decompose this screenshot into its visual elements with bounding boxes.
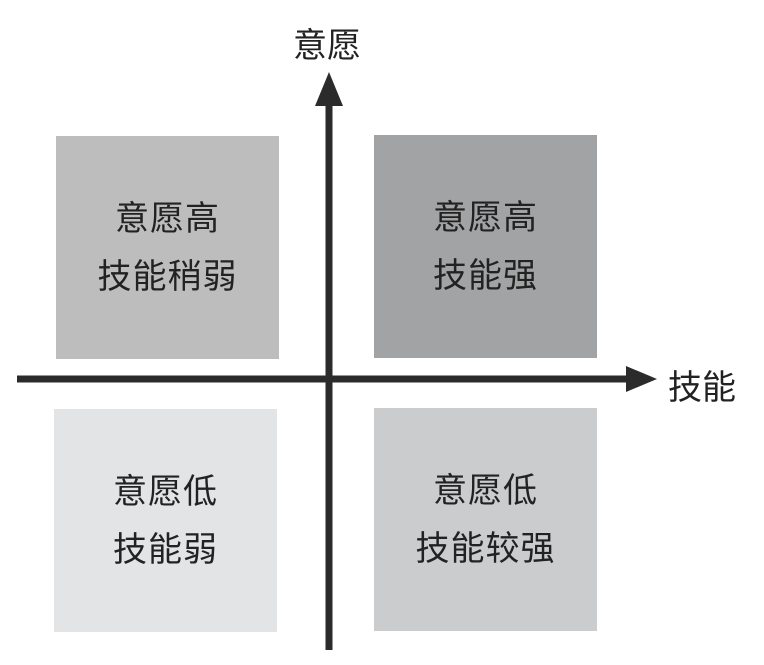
quadrant-willingness-text: 意愿低 (113, 471, 218, 512)
quadrant-low-willingness-stronger-skill: 意愿低 技能较强 (374, 408, 597, 631)
quadrant-willingness-text: 意愿高 (433, 197, 538, 238)
quadrant-high-willingness-weaker-skill: 意愿高 技能稍弱 (56, 136, 279, 359)
quadrant-willingness-text: 意愿高 (115, 198, 220, 239)
quadrant-high-willingness-strong-skill: 意愿高 技能强 (374, 135, 597, 358)
y-axis-arrowhead (315, 72, 343, 106)
x-axis-label: 技能 (668, 368, 736, 408)
quadrant-low-willingness-weak-skill: 意愿低 技能弱 (54, 409, 277, 632)
quadrant-skill-text: 技能弱 (113, 529, 218, 570)
quadrant-skill-text: 技能稍弱 (97, 256, 238, 297)
y-axis-label: 意愿 (293, 26, 361, 66)
x-axis-arrowhead (626, 366, 657, 392)
quadrant-willingness-text: 意愿低 (433, 470, 538, 511)
quadrant-skill-text: 技能强 (433, 255, 538, 296)
quadrant-skill-text: 技能较强 (415, 528, 556, 569)
